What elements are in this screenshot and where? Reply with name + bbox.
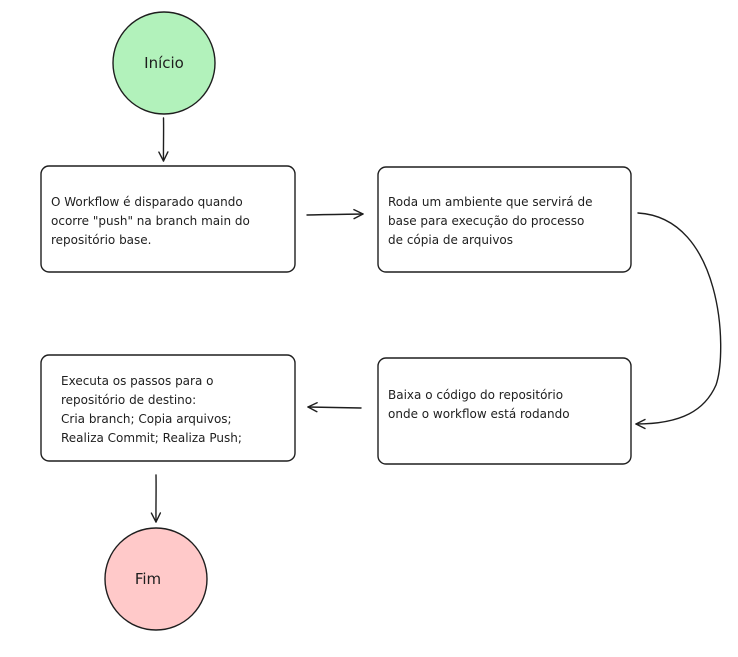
- step-1-line-3: repositório base.: [51, 233, 152, 247]
- arrow-step-1-to-step-2: [306, 208, 364, 220]
- step-4-line-4: Realiza Commit; Realiza Push;: [61, 431, 242, 445]
- step-3-line-1: Baixa o código do repositório: [388, 388, 563, 402]
- step-1-box: [40, 165, 296, 273]
- step-3-node[interactable]: Baixa o código do repositório onde o wor…: [377, 357, 632, 465]
- step-1-line-2: ocorre "push" na branch main do: [51, 214, 250, 228]
- step-3-box: [377, 357, 632, 465]
- start-node[interactable]: Início: [112, 11, 216, 115]
- end-node[interactable]: Fim: [104, 527, 208, 631]
- step-2-box: [377, 166, 632, 273]
- step-3-line-2: onde o workflow está rodando: [388, 407, 570, 421]
- step-4-box: [40, 354, 296, 462]
- step-1-text: O Workflow é disparado quando ocorre "pu…: [51, 195, 254, 247]
- step-3-text: Baixa o código do repositório onde o wor…: [388, 388, 570, 421]
- step-1-node[interactable]: O Workflow é disparado quando ocorre "pu…: [40, 165, 296, 273]
- step-2-node[interactable]: Roda um ambiente que servirá de base par…: [377, 166, 632, 273]
- step-4-node[interactable]: Executa os passos para o repositório de …: [40, 354, 296, 462]
- step-4-line-2: repositório de destino:: [61, 393, 196, 407]
- start-circle: [112, 11, 216, 115]
- step-2-text: Roda um ambiente que servirá de base par…: [388, 195, 596, 247]
- step-2-line-1: Roda um ambiente que servirá de: [388, 195, 592, 209]
- step-4-text: Executa os passos para o repositório de …: [61, 374, 242, 445]
- arrow-step-2-to-step-3: [635, 212, 722, 430]
- step-2-line-2: base para execução do processo: [388, 214, 584, 228]
- step-4-line-1: Executa os passos para o: [61, 374, 213, 388]
- step-2-line-3: de cópia de arquivos: [388, 233, 513, 247]
- start-label: Início: [144, 54, 184, 72]
- end-circle: [104, 527, 208, 631]
- end-label: Fim: [135, 570, 161, 588]
- arrow-step-3-to-step-4: [307, 402, 362, 413]
- step-1-line-1: O Workflow é disparado quando: [51, 195, 243, 209]
- step-4-line-3: Cria branch; Copia arquivos;: [61, 412, 232, 426]
